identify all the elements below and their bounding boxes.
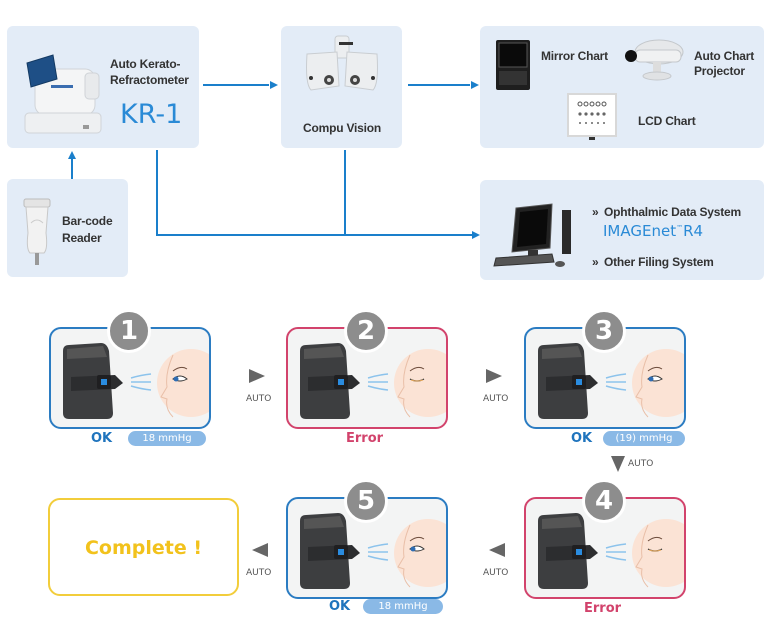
face-icon — [632, 349, 684, 418]
lcd-chart-icon — [567, 93, 617, 140]
step-4-card: 4 — [524, 479, 686, 599]
step-3-card: 3 — [524, 309, 686, 429]
imagenet-version: R4 — [683, 222, 704, 240]
connector-barcode-to-kr1 — [71, 159, 73, 179]
arrow-to-charts — [471, 81, 479, 89]
mirror-chart-label: Mirror Chart — [541, 49, 608, 63]
tonometer-scene-illustration — [538, 343, 684, 419]
arrow-to-data-system — [472, 231, 480, 239]
charts-box: Mirror Chart Auto Chart Projector LCD Ch… — [480, 26, 764, 148]
auto-refractometer-icon — [24, 54, 102, 134]
barcode-line2: Reader — [62, 231, 102, 245]
auto-label-4-5: AUTO — [483, 568, 509, 578]
complete-card: Complete ! — [48, 498, 239, 596]
connector-compuvision-down — [344, 150, 346, 236]
complete-label: Complete ! — [84, 537, 203, 559]
barcode-reader-icon — [23, 198, 51, 265]
mirror-chart-icon — [496, 40, 530, 90]
face-icon — [157, 349, 209, 418]
auto-arrow-left-icon — [489, 543, 505, 557]
compu-vision-title: Compu Vision — [303, 121, 382, 135]
tonometer-scene-illustration — [538, 513, 684, 589]
step-5-number: 5 — [344, 479, 388, 523]
kr1-model: KR-1 — [120, 99, 183, 130]
step-1-reading: 18 mmHg — [128, 431, 206, 446]
step-1-number: 1 — [107, 309, 151, 353]
auto-label-3-4: AUTO — [628, 459, 654, 469]
kr1-title-line2: Refractometer — [110, 73, 189, 87]
other-filing-system-label: Other Filing System — [604, 255, 714, 269]
data-system-bullet-1: » — [592, 205, 599, 219]
phoropter-icon — [306, 35, 378, 91]
ophthalmic-data-system-label: Ophthalmic Data System — [604, 205, 741, 219]
face-icon — [394, 519, 446, 588]
tonometer-scene-illustration — [300, 343, 446, 419]
imagenet-name: IMAGEnet — [603, 222, 677, 240]
desktop-computer-icon — [493, 203, 571, 267]
step-2-card: 2 — [286, 309, 448, 429]
kr1-box: Auto Kerato- Refractometer KR-1 — [7, 26, 199, 148]
tonometer-device-icon — [300, 513, 360, 589]
tonometer-device-icon — [300, 343, 360, 419]
step-5-card: 5 — [286, 479, 448, 599]
imagenet-mark: ™ — [676, 224, 684, 232]
imagenet-brand: IMAGEnet™R4 — [603, 222, 703, 240]
compu-vision-box: Compu Vision — [281, 26, 402, 148]
auto-arrow-down-icon — [611, 456, 625, 472]
tonometer-device-icon — [538, 513, 598, 589]
connector-compuvision-to-charts — [408, 84, 470, 86]
connector-kr1-to-compuvision — [203, 84, 269, 86]
step-4-number: 4 — [582, 479, 626, 523]
kr1-title-line1: Auto Kerato- — [110, 57, 181, 71]
auto-arrow-right-icon — [249, 369, 265, 383]
data-system-box: » Ophthalmic Data System IMAGEnet™R4 » O… — [480, 180, 764, 280]
lcd-chart-label: LCD Chart — [638, 114, 696, 128]
arrow-to-compuvision — [270, 81, 278, 89]
auto-arrow-left-icon — [252, 543, 268, 557]
barcode-line1: Bar-code — [62, 214, 113, 228]
step-1-card: 1 — [49, 309, 211, 429]
step-3-reading: (19) mmHg — [603, 431, 685, 446]
auto-label-5-complete: AUTO — [246, 568, 272, 578]
auto-chart-line2: Projector — [694, 64, 745, 78]
step-3-status: OK — [571, 431, 593, 446]
arrow-to-kr1 — [68, 151, 76, 159]
tonometer-scene-illustration — [300, 513, 446, 589]
connector-to-data-system — [156, 234, 472, 236]
air-puff-icon — [367, 543, 389, 561]
step-1-status: OK — [91, 431, 113, 446]
air-puff-icon — [605, 543, 627, 561]
step-2-number: 2 — [344, 309, 388, 353]
chart-projector-icon — [625, 39, 684, 81]
step-5-reading: 18 mmHg — [363, 599, 443, 614]
connector-kr1-down — [156, 150, 158, 236]
tonometer-scene-illustration — [63, 343, 209, 419]
step-2-status: Error — [346, 431, 384, 446]
auto-arrow-right-icon — [486, 369, 502, 383]
barcode-reader-box: Bar-code Reader — [7, 179, 128, 277]
air-puff-icon — [130, 373, 152, 391]
auto-chart-line1: Auto Chart — [694, 49, 754, 63]
auto-label-1-2: AUTO — [246, 394, 272, 404]
step-4-status: Error — [584, 601, 622, 616]
step-3-number: 3 — [582, 309, 626, 353]
tonometer-device-icon — [63, 343, 123, 419]
face-icon — [394, 349, 446, 418]
air-puff-icon — [367, 373, 389, 391]
tonometer-device-icon — [538, 343, 598, 419]
auto-label-2-3: AUTO — [483, 394, 509, 404]
air-puff-icon — [605, 373, 627, 391]
face-icon — [632, 519, 684, 588]
data-system-bullet-2: » — [592, 255, 599, 269]
step-5-status: OK — [329, 599, 351, 614]
